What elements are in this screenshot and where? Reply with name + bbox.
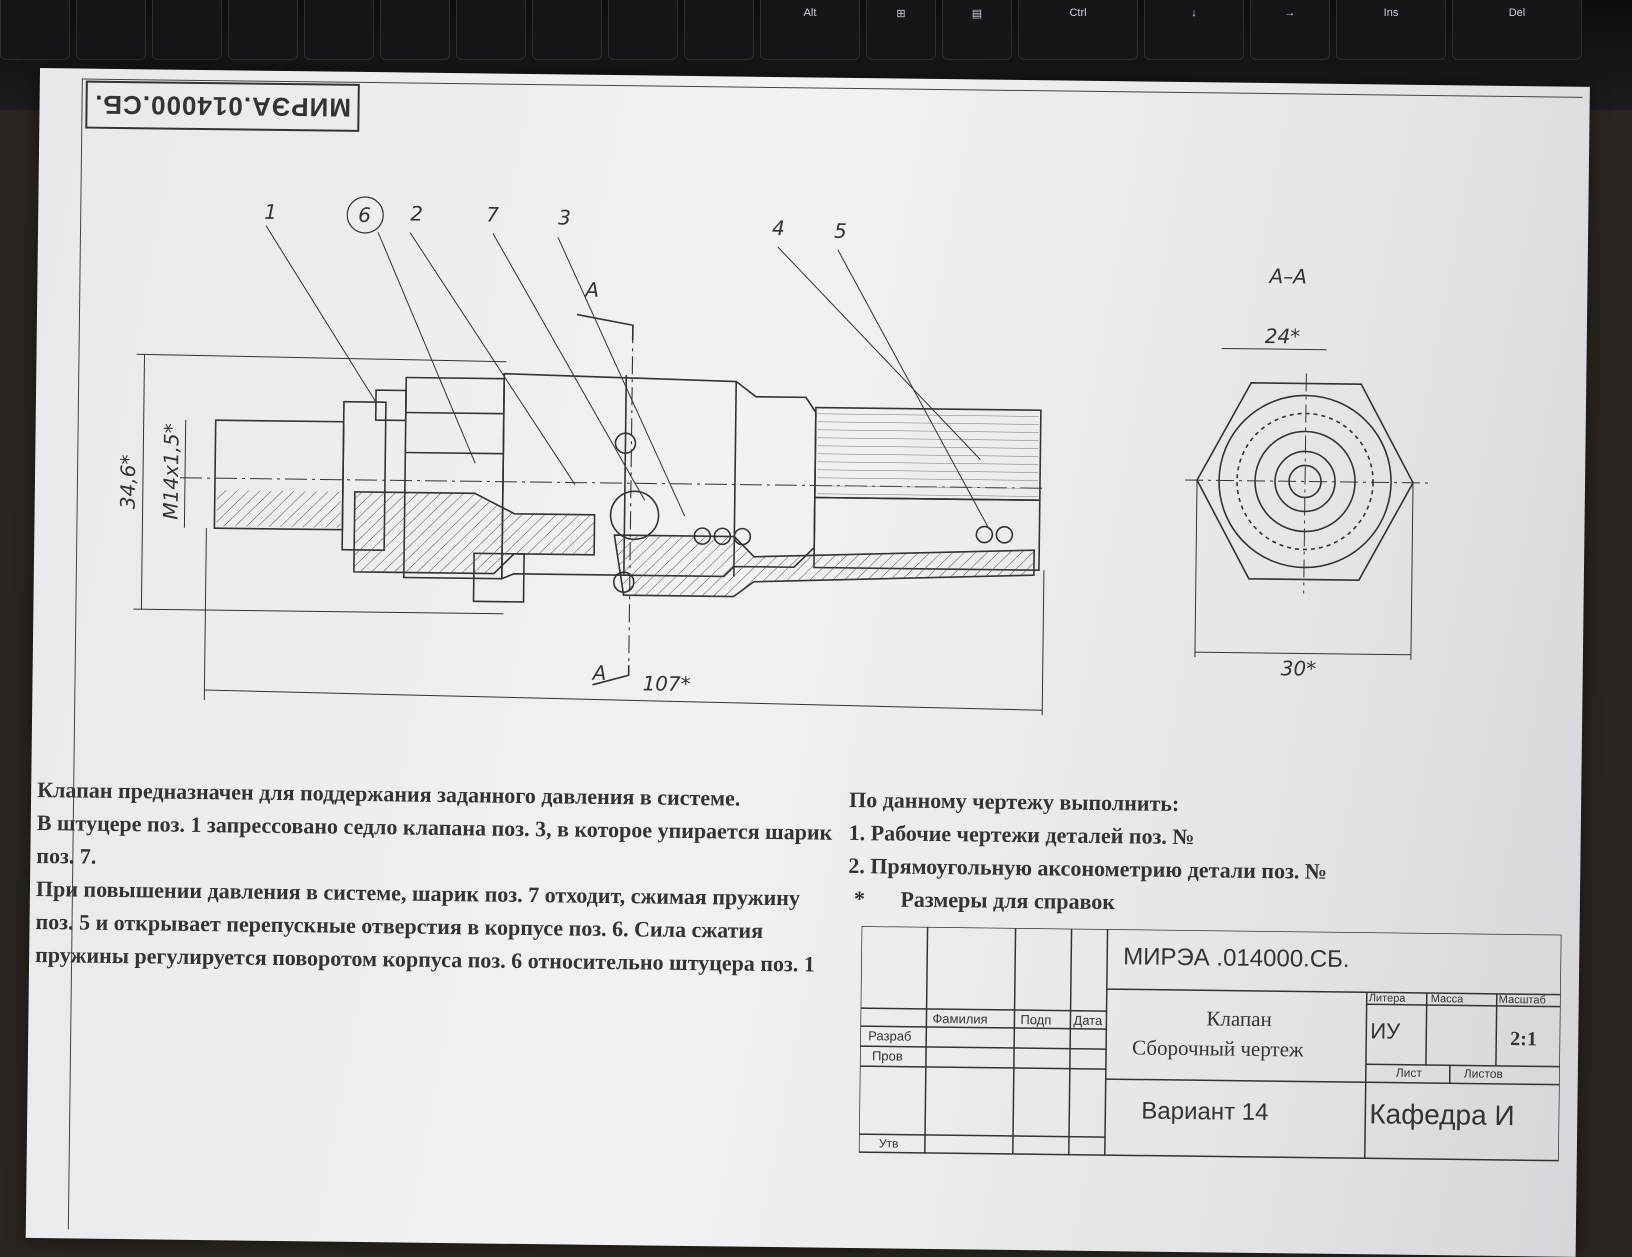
keyboard-key[interactable] [532,0,602,60]
keyboard-key[interactable] [608,0,678,60]
footnote-mark: * [848,886,895,912]
mass-header: Масса [1431,993,1464,1005]
section-label: А–А [1267,264,1307,288]
assignment-tasks: По данному чертежу выполнить: 1. Рабочие… [848,783,1470,923]
scale-value: 2:1 [1510,1028,1537,1051]
row-developer: Разраб [868,1028,911,1044]
windows-icon: ⊞ [896,8,905,20]
doc-code: МИРЭА .014000.СБ. [1123,943,1350,974]
section-view [1183,348,1432,660]
menu-key[interactable]: ▤ [942,0,1012,60]
ctrl-key[interactable]: Ctrl [1018,0,1138,60]
windows-key[interactable]: ⊞ [866,0,936,60]
across-corners-dim: 30* [1281,656,1317,680]
arrow-down-icon: ↓ [1191,7,1197,19]
variant-label: Вариант 14 [1141,1098,1268,1128]
thread-hatch [216,490,340,528]
cut-label-top: А [583,278,599,302]
ball [610,491,659,540]
across-flats-dim: 24* [1265,324,1301,348]
diameter-dim: 34,6* [116,454,141,509]
scale-header: Масштаб [1499,994,1546,1007]
valve-description: Клапан предназначен для поддержания зада… [35,773,837,981]
valve-drawing: 1 6 2 7 3 4 5 А–А А А 107* 34,6* M14x1,5… [31,68,1589,787]
paper-sheet: МИРЭА.014000.СБ. [26,68,1590,1257]
literal-value: ИУ [1370,1018,1400,1044]
col-surname: Фамилия [932,1011,987,1027]
row-checker: Пров [872,1048,903,1063]
alt-key[interactable]: Alt [760,0,860,60]
footnote-text: Размеры для справок [900,887,1115,915]
sheets-label: Листов [1464,1066,1503,1080]
literal-header: Литера [1369,992,1406,1004]
position-number: 6 [358,203,371,227]
keyboard-key[interactable] [228,0,298,60]
keyboard-key[interactable] [304,0,374,60]
spring [694,523,1012,548]
overall-length-dim: 107* [642,671,690,696]
position-number: 1 [264,200,277,224]
product-name: Клапан [1206,1006,1272,1032]
keyboard-key[interactable] [76,0,146,60]
row-approver: Утв [879,1136,899,1150]
position-number: 2 [410,202,423,226]
ins-key[interactable]: Ins [1336,0,1446,60]
right-arrow-key[interactable]: → [1250,0,1330,60]
position-number: 5 [834,219,847,243]
col-sign: Подп [1020,1012,1051,1027]
section-hatch-body [614,535,1035,600]
position-number: 7 [486,202,499,226]
menu-icon: ▤ [972,8,982,20]
arrow-right-icon: → [1285,7,1296,19]
keyboard-key[interactable] [380,0,450,60]
doc-type: Сборочный чертеж [1132,1035,1304,1062]
department-label: Кафедра И [1369,1098,1515,1132]
sheet-label: Лист [1396,1066,1422,1080]
down-arrow-key[interactable]: ↓ [1144,0,1244,60]
del-key[interactable]: Del [1452,0,1582,60]
description-paragraph: В штуцере поз. 1 запрессовано седло клап… [36,806,837,882]
position-number: 4 [772,216,785,240]
thread-dim: M14x1,5* [158,423,183,520]
description-paragraph: При повышении давления в системе, шарик … [35,872,836,981]
position-number: 3 [558,205,571,229]
section-hatch-fitting [354,492,595,575]
keyboard-key[interactable] [0,0,70,60]
keyboard-key[interactable] [152,0,222,60]
keyboard-key[interactable] [684,0,754,60]
col-date: Дата [1073,1013,1102,1028]
keyboard-key[interactable] [456,0,526,60]
cut-label-bottom: А [591,661,607,685]
